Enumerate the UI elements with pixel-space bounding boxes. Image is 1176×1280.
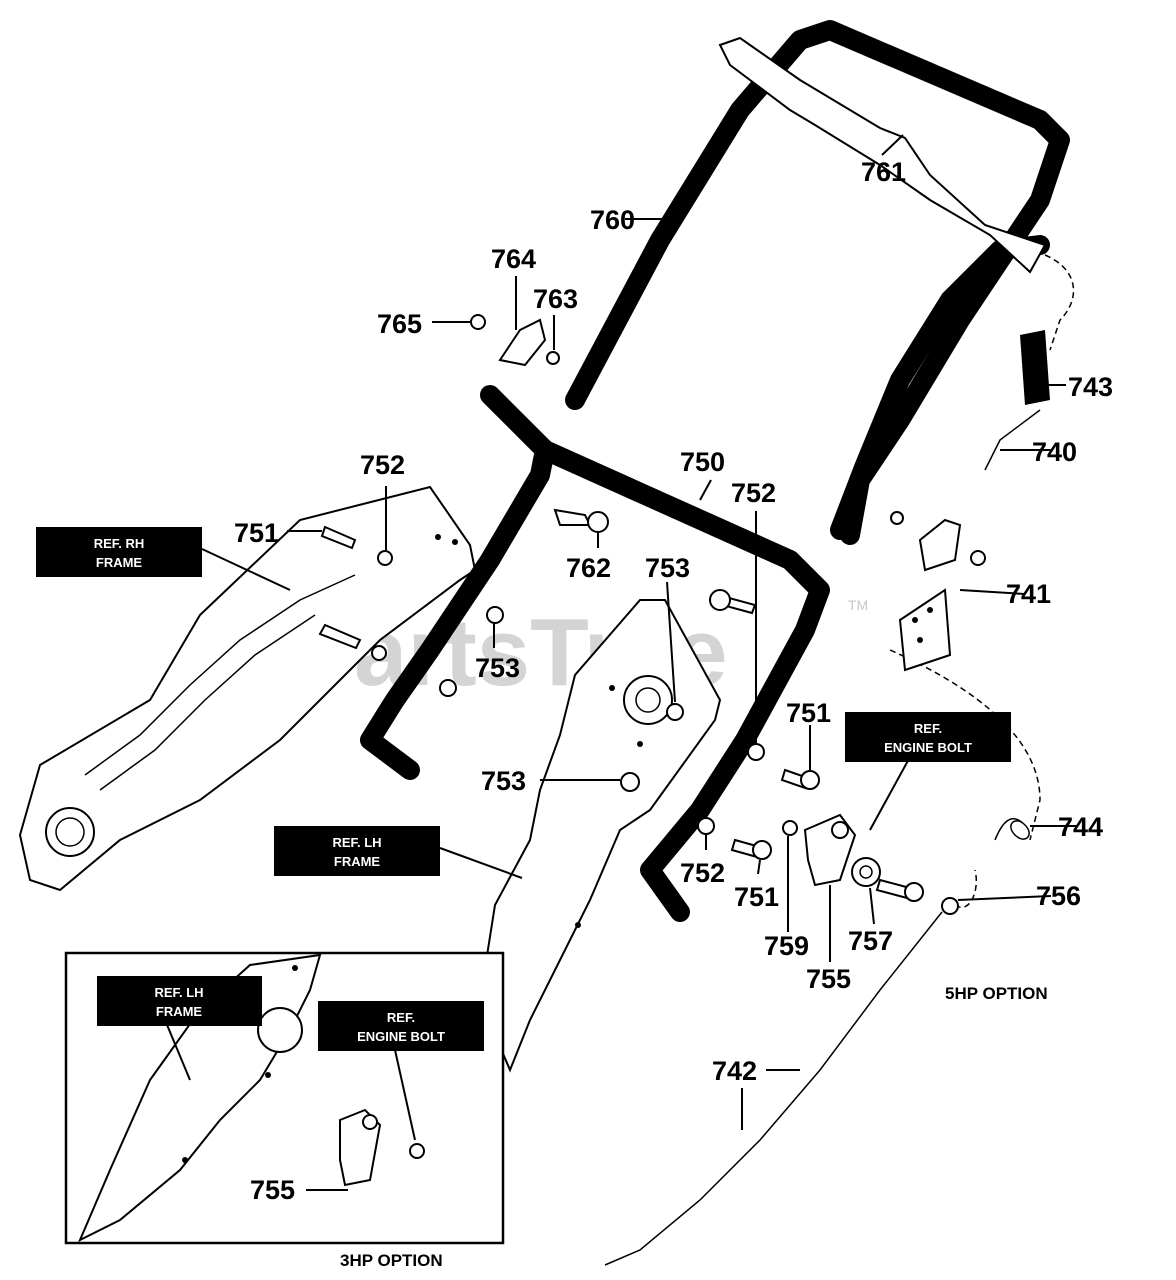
pulley-757 (851, 857, 881, 887)
bolt-762 (553, 508, 609, 533)
part-number-753-left: 753 (475, 653, 520, 683)
five-hp-option-label: 5HP OPTION (945, 984, 1048, 1003)
bolt-751-upper-left (320, 525, 357, 550)
part-number-741: 741 (1006, 579, 1051, 609)
part-number-751-left: 751 (234, 518, 279, 548)
part-number-757: 757 (848, 926, 893, 956)
ref-rh-frame-label: REF. RH FRAME (36, 527, 202, 577)
part-number-752-lower: 752 (680, 858, 725, 888)
part-number-742: 742 (712, 1056, 757, 1086)
bolt-756 (875, 878, 924, 902)
part-number-752-left: 752 (360, 450, 405, 480)
part-number-764: 764 (491, 244, 536, 274)
three-hp-option-label: 3HP OPTION (340, 1251, 443, 1270)
part-number-751-center: 751 (786, 698, 831, 728)
washer-752-lower (697, 817, 715, 835)
svg-text:REF.: REF. (914, 721, 942, 736)
inset-ref-lh-frame-line2: FRAME (156, 1004, 203, 1019)
inset-ref-lh-frame-line1: REF. LH (154, 985, 203, 1000)
part-number-744: 744 (1058, 812, 1103, 842)
part-number-740: 740 (1032, 437, 1077, 467)
svg-text:REF. LH: REF. LH (332, 835, 381, 850)
washer-left-lower (371, 645, 387, 661)
part-number-756: 756 (1036, 881, 1081, 911)
spring (994, 818, 1030, 841)
part-number-750: 750 (680, 447, 725, 477)
part-number-751-lower: 751 (734, 882, 779, 912)
nut-753-left (486, 606, 504, 624)
inset-ref-engine-bolt-line2: ENGINE BOLT (357, 1029, 445, 1044)
nut-759 (782, 820, 798, 836)
three-hp-inset: REF. LH FRAME REF. ENGINE BOLT 755 (64, 951, 505, 1245)
part-number-743: 743 (1068, 372, 1113, 402)
bolt-751-center (780, 768, 820, 790)
cable-bracket-755 (803, 813, 857, 887)
cable-bracket (898, 588, 952, 672)
watermark-tm: TM (848, 597, 868, 613)
part-number-765: 765 (377, 309, 422, 339)
inset-part-number-755: 755 (250, 1175, 295, 1205)
ref-lh-frame-label: REF. LH FRAME (274, 826, 440, 876)
lh-frame (478, 599, 722, 1073)
rh-frame (18, 485, 477, 892)
washer-752-left (377, 550, 393, 566)
part-number-762: 762 (566, 553, 611, 583)
part-number-761: 761 (861, 157, 906, 187)
svg-text:REF. RH: REF. RH (94, 536, 145, 551)
svg-text:FRAME: FRAME (96, 555, 143, 570)
bolt-751-lower (730, 838, 772, 860)
nut-753-center (666, 703, 684, 721)
washer-752-center (747, 743, 765, 761)
part-number-755: 755 (806, 964, 851, 994)
part-number-763: 763 (533, 284, 578, 314)
bolt-left-lower (318, 623, 362, 650)
throttle-cable (604, 897, 959, 1266)
inset-ref-engine-bolt-line1: REF. (387, 1010, 415, 1025)
handle-knob (470, 314, 560, 367)
upper-handle (565, 20, 1070, 545)
nut-753-lower (620, 772, 640, 792)
part-number-753-lower: 753 (481, 766, 526, 796)
svg-text:ENGINE BOLT: ENGINE BOLT (884, 740, 972, 755)
svg-text:FRAME: FRAME (334, 854, 381, 869)
part-number-760: 760 (590, 205, 635, 235)
part-number-759: 759 (764, 931, 809, 961)
handle-knob-right (890, 511, 986, 572)
cable-grip (1020, 330, 1050, 405)
nut-left-lower (439, 679, 457, 697)
bolt-center-upper (709, 589, 757, 615)
part-number-753-top: 753 (645, 553, 690, 583)
part-number-752-center: 752 (731, 478, 776, 508)
ref-engine-bolt-label: REF. ENGINE BOLT (845, 712, 1011, 762)
